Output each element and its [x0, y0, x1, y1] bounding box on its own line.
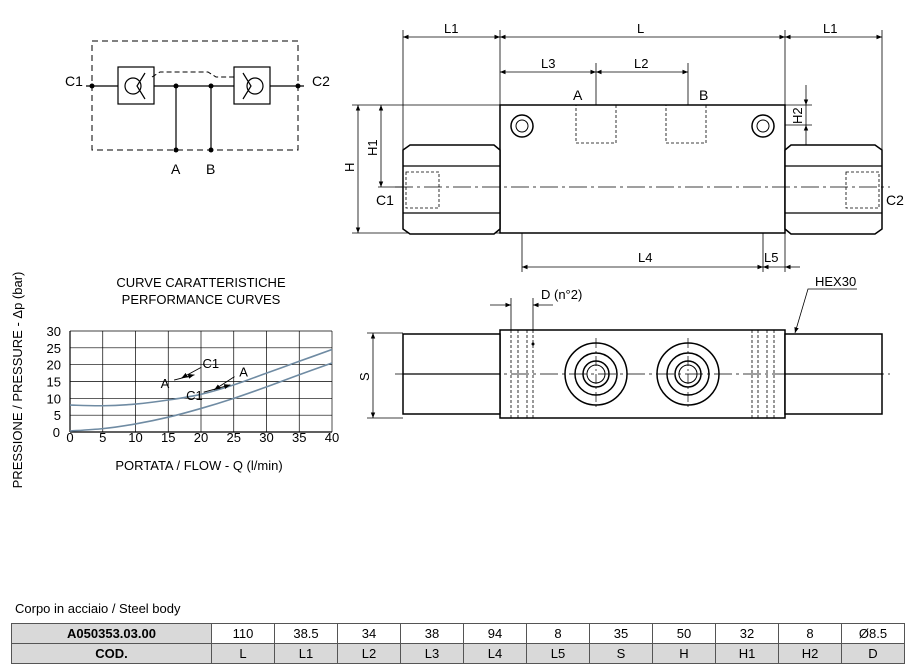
dim-d-label: D (n°2) — [541, 287, 582, 302]
x-tick-label: 10 — [128, 430, 142, 445]
front-port-c2: C2 — [886, 192, 904, 208]
hex-label: HEX30 — [815, 274, 856, 289]
chart-grid — [69, 330, 333, 433]
x-tick-label: 30 — [259, 430, 273, 445]
y-tick-label: 20 — [47, 358, 61, 373]
schematic-port-c1: C1 — [65, 73, 83, 89]
front-view: L1 L L1 L3 L2 L4 L5 A B C1 C2 H H1 H2 — [342, 21, 904, 272]
chart-series — [69, 348, 333, 432]
performance-chart: CURVE CARATTERISTICHE PERFORMANCE CURVES… — [10, 272, 339, 489]
table-cell: 38.5 — [274, 623, 338, 644]
chart-subtitle: PERFORMANCE CURVES — [122, 292, 281, 307]
chart-x-axis-label: PORTATA / FLOW - Q (l/min) — [115, 458, 282, 473]
dim-l2: L2 — [634, 56, 648, 71]
chart-y-axis-label: PRESSIONE / PRESSURE - Δp (bar) — [10, 272, 25, 489]
fitting-right — [784, 144, 883, 235]
table-cell: 94 — [463, 623, 527, 644]
annotation-label: A — [161, 376, 170, 391]
annotation-arrow — [181, 366, 202, 379]
y-tick-label: 5 — [54, 408, 61, 423]
table-cell: Ø8.5 — [841, 623, 905, 644]
schematic-port-a: A — [171, 161, 181, 177]
dim-l4: L4 — [638, 250, 652, 265]
table-header: H — [652, 643, 716, 664]
y-tick-label: 10 — [47, 391, 61, 406]
series-line-1 — [69, 348, 333, 407]
hidden-port-a — [575, 104, 617, 144]
y-tick-label: 25 — [47, 341, 61, 356]
hydraulic-schematic: C1 C2 A B — [65, 40, 330, 177]
annotation-label: C1 — [203, 356, 220, 371]
fitting-left — [402, 144, 501, 235]
table-cell: 32 — [715, 623, 779, 644]
y-tick-label: 30 — [47, 324, 61, 339]
x-tick-label: 35 — [292, 430, 306, 445]
table-row: A050353.03.00 110 38.5 34 38 94 8 35 50 … — [11, 623, 905, 644]
dim-l1-left: L1 — [444, 21, 458, 36]
table-cell: 35 — [589, 623, 653, 644]
dim-l5: L5 — [764, 250, 778, 265]
dim-h2: H2 — [790, 107, 805, 124]
table-header: L1 — [274, 643, 338, 664]
table-header: H1 — [715, 643, 779, 664]
table-header: L4 — [463, 643, 527, 664]
table-row: COD. L L1 L2 L3 L4 L5 S H H1 H2 D — [11, 643, 905, 664]
series-line-2 — [69, 362, 333, 432]
valve-body — [499, 104, 786, 234]
annotation-arrow — [213, 376, 235, 391]
front-port-b: B — [699, 87, 708, 103]
x-tick-label: 40 — [325, 430, 339, 445]
y-tick-label: 15 — [47, 375, 61, 390]
dim-l3: L3 — [541, 56, 555, 71]
annotation-arrow — [173, 373, 195, 381]
spec-table: A050353.03.00 110 38.5 34 38 94 8 35 50 … — [11, 623, 905, 664]
dim-l: L — [637, 21, 644, 36]
x-tick-label: 5 — [99, 430, 106, 445]
hidden-port-b — [665, 104, 707, 144]
dim-h: H — [342, 163, 357, 172]
x-tick-label: 0 — [66, 430, 73, 445]
table-cell: 50 — [652, 623, 716, 644]
table-header: L2 — [337, 643, 401, 664]
table-cell: 8 — [778, 623, 842, 644]
table-header: H2 — [778, 643, 842, 664]
table-header: S — [589, 643, 653, 664]
table-caption: Corpo in acciaio / Steel body — [15, 601, 181, 616]
table-header: L — [211, 643, 275, 664]
dim-s: S — [357, 372, 372, 381]
chart-title: CURVE CARATTERISTICHE — [116, 275, 286, 290]
table-header-code: COD. — [11, 643, 212, 664]
table-cell: 38 — [400, 623, 464, 644]
table-cell: 34 — [337, 623, 401, 644]
top-view: D (n°2) HEX30 S — [357, 274, 890, 419]
x-tick-label: 25 — [227, 430, 241, 445]
table-cell: 110 — [211, 623, 275, 644]
front-port-a: A — [573, 87, 583, 103]
dim-h1: H1 — [365, 139, 380, 156]
mounting-hole-left — [510, 114, 534, 138]
product-code: A050353.03.00 — [11, 623, 212, 644]
dim-l1-right: L1 — [823, 21, 837, 36]
x-tick-label: 15 — [161, 430, 175, 445]
schematic-envelope — [91, 40, 299, 151]
table-cell: 8 — [526, 623, 590, 644]
schematic-port-c2: C2 — [312, 73, 330, 89]
front-port-c1: C1 — [376, 192, 394, 208]
table-header: L5 — [526, 643, 590, 664]
table-header: D — [841, 643, 905, 664]
annotation-label: C1 — [186, 388, 203, 403]
schematic-port-b: B — [206, 161, 215, 177]
annotation-label: A — [239, 364, 248, 379]
y-tick-label: 0 — [53, 425, 60, 440]
table-header: L3 — [400, 643, 464, 664]
check-valve-left — [117, 66, 155, 105]
x-tick-label: 20 — [194, 430, 208, 445]
check-valve-right — [233, 66, 271, 105]
mounting-hole-right — [751, 114, 775, 138]
